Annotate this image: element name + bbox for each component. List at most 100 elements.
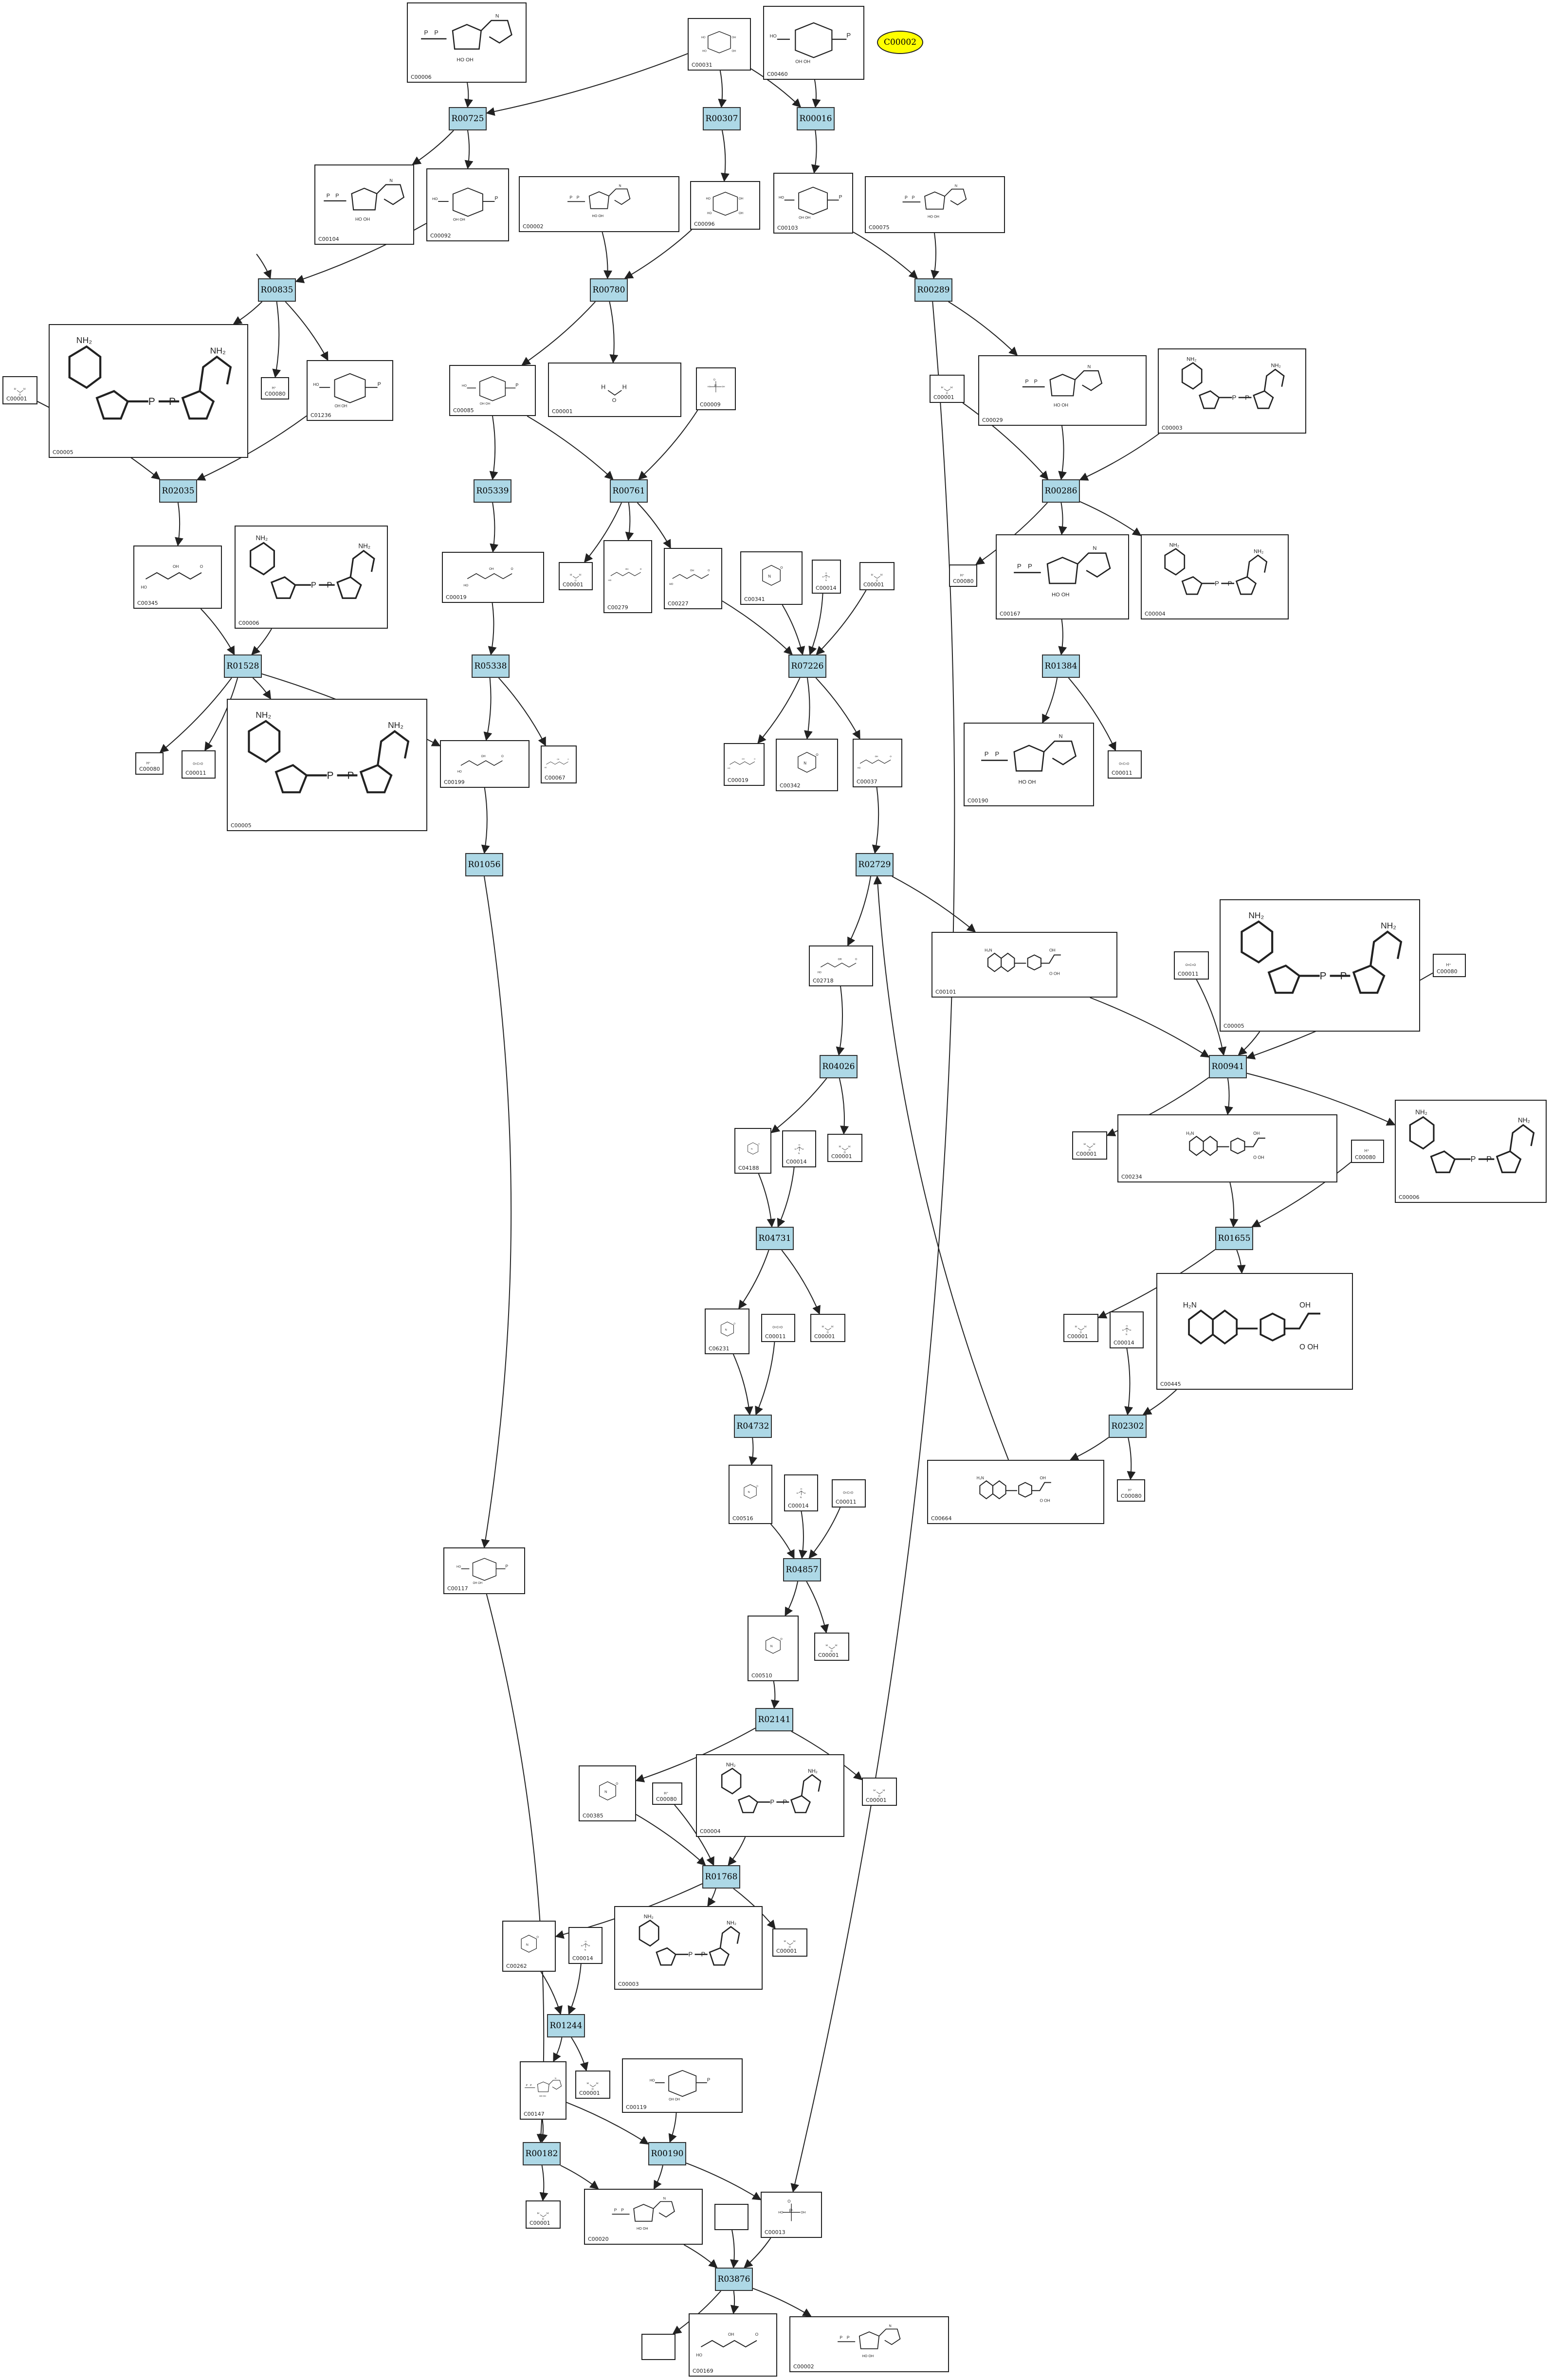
reaction-node[interactable]: R04731 bbox=[756, 1227, 794, 1250]
reaction-node[interactable]: R00307 bbox=[703, 107, 741, 130]
compound-node[interactable]: H⁺C00080 bbox=[949, 564, 977, 587]
compound-node[interactable]: H⁺C00080 bbox=[1117, 1479, 1145, 1502]
compound-node[interactable]: H⁺C00080 bbox=[261, 377, 289, 400]
compound-node[interactable]: H⁺C00080 bbox=[652, 1782, 682, 1805]
reaction-node[interactable]: R04857 bbox=[783, 1558, 821, 1581]
reaction-node[interactable]: R00016 bbox=[797, 107, 835, 130]
reaction-node[interactable]: R03876 bbox=[715, 2268, 753, 2291]
reaction-node[interactable]: R00182 bbox=[523, 2142, 561, 2165]
reaction-node[interactable]: R01655 bbox=[1215, 1227, 1253, 1250]
reaction-node[interactable]: R00725 bbox=[449, 107, 487, 130]
reaction-node[interactable]: R02302 bbox=[1109, 1415, 1147, 1438]
reaction-node[interactable]: R00835 bbox=[258, 278, 296, 302]
compound-node[interactable]: H⁺C00080 bbox=[1433, 954, 1466, 977]
reaction-node[interactable]: R00941 bbox=[1209, 1055, 1247, 1078]
reaction-node[interactable]: R00289 bbox=[914, 278, 952, 302]
reaction-node[interactable]: R02035 bbox=[159, 479, 197, 503]
reaction-node[interactable]: R05338 bbox=[472, 654, 510, 678]
empty-compound-node[interactable] bbox=[714, 2204, 749, 2230]
empty-compound-node[interactable] bbox=[641, 2334, 676, 2360]
reaction-node[interactable]: R04026 bbox=[820, 1055, 858, 1078]
reaction-node[interactable]: R04732 bbox=[734, 1415, 772, 1438]
reaction-node[interactable]: R00761 bbox=[610, 479, 648, 503]
reaction-node[interactable]: R01384 bbox=[1042, 654, 1080, 678]
reaction-node[interactable]: R00190 bbox=[648, 2142, 686, 2165]
reaction-node[interactable]: R01244 bbox=[547, 2014, 585, 2037]
reaction-node[interactable]: R01768 bbox=[702, 1865, 740, 1889]
compound-node[interactable]: H⁺C00080 bbox=[135, 752, 164, 775]
highlight-compound-node[interactable]: C00002 bbox=[877, 31, 923, 54]
reaction-node[interactable]: R05339 bbox=[474, 479, 511, 503]
reaction-node[interactable]: R07226 bbox=[788, 654, 826, 678]
reaction-node[interactable]: R02141 bbox=[755, 1708, 793, 1731]
compound-node[interactable]: H⁺C00080 bbox=[1351, 1140, 1384, 1163]
reaction-node[interactable]: R01056 bbox=[465, 853, 503, 876]
